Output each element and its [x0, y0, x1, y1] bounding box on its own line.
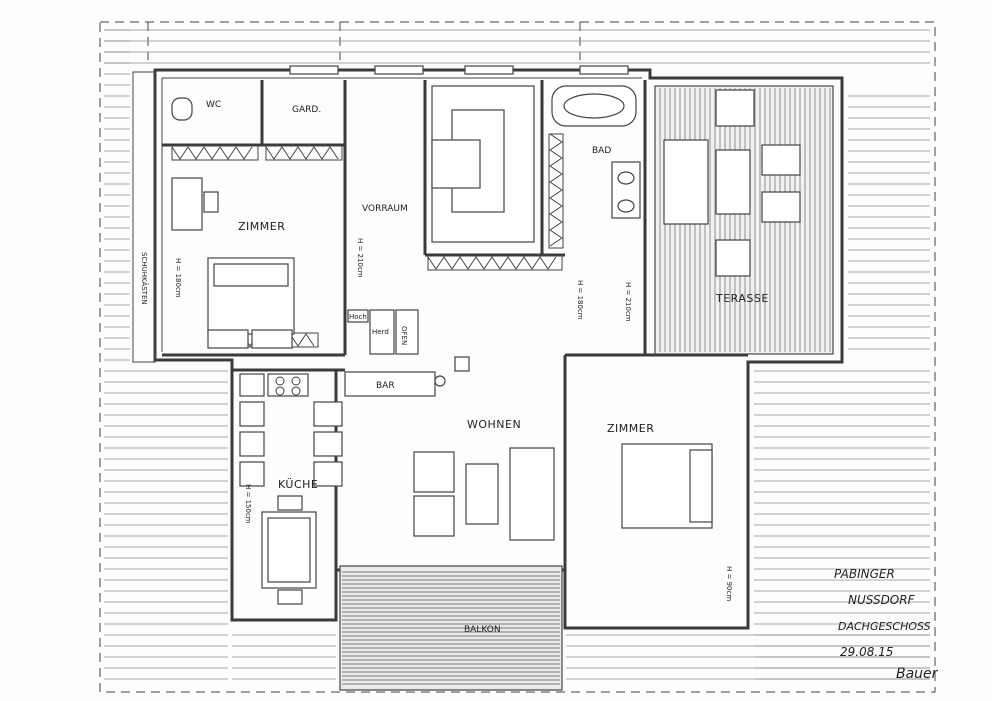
appliance-labels: Hoch Herd OFEN [349, 313, 408, 345]
label-balkon: BALKON [464, 625, 501, 635]
label-herd: Herd [372, 328, 389, 336]
height-vorraum: H = 210cm [356, 238, 364, 278]
title-line1: PABINGER [834, 567, 895, 581]
label-zimmer-left: ZIMMER [238, 220, 285, 233]
label-wc: WC [206, 100, 221, 110]
room-labels: WC GARD. ZIMMER VORRAUM BAD TERASSE KÜCH… [140, 100, 769, 635]
title-line3: DACHGESCHOSS [838, 620, 931, 633]
roof-hatching [104, 29, 930, 680]
balcony-deck [339, 565, 563, 691]
label-zimmer-right: ZIMMER [607, 422, 654, 435]
furniture [171, 85, 801, 605]
exterior-walls [132, 68, 844, 630]
height-labels: H = 180cm H = 210cm H = 180cm H = 210cm … [174, 238, 733, 601]
windows [289, 65, 629, 75]
label-wohnen: WOHNEN [467, 418, 521, 431]
height-zimmer-right: H = 90cm [725, 566, 733, 601]
height-bad-right: H = 210cm [624, 282, 632, 322]
height-bad-left: H = 180cm [576, 280, 584, 320]
title-line2: NUSSDORF [848, 593, 916, 607]
label-schuhkasten: SCHUHKÄSTEN [140, 252, 149, 305]
label-vorraum: VORRAUM [362, 204, 408, 214]
label-kueche: KÜCHE [278, 478, 318, 491]
label-terasse: TERASSE [715, 292, 769, 305]
height-zimmer-left: H = 180cm [174, 258, 182, 298]
label-gard: GARD. [292, 105, 321, 115]
height-kueche: H = 150cm [244, 484, 252, 524]
label-ofen: OFEN [400, 326, 408, 345]
terrace-deck [654, 85, 834, 355]
label-bar: BAR [376, 381, 395, 391]
title-date: 29.08.15 [840, 645, 893, 659]
label-bad: BAD [592, 146, 611, 156]
signature: Bauer [896, 666, 939, 682]
interior-walls [162, 80, 748, 570]
label-hoch: Hoch [349, 313, 367, 321]
title-block: PABINGER NUSSDORF DACHGESCHOSS 29.08.15 … [834, 567, 939, 682]
